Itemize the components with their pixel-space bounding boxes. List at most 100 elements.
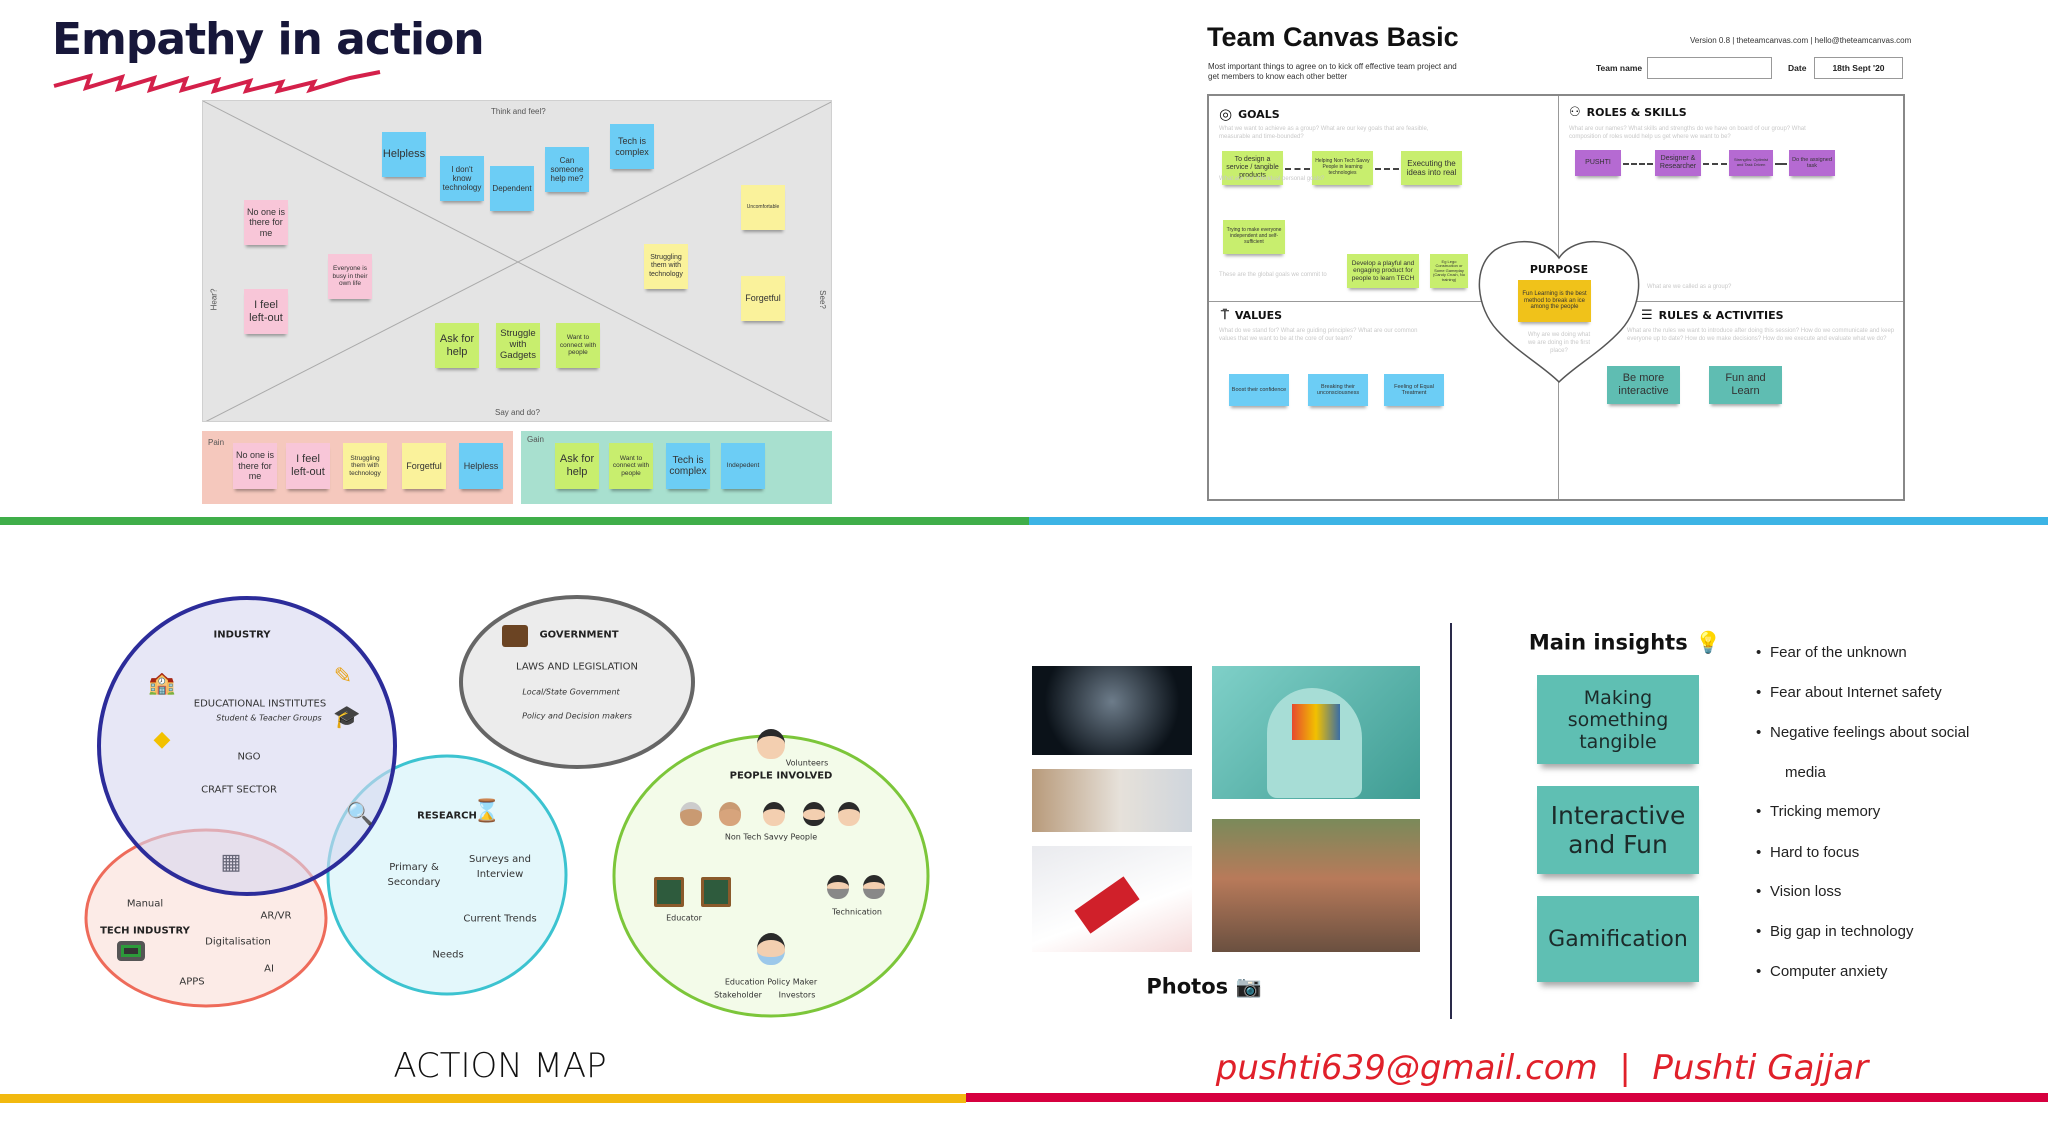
school-icon: 🏫 bbox=[148, 670, 176, 695]
sticky-note: Feeling of Equal Treatment bbox=[1384, 374, 1444, 406]
purpose-question: Why are we doing what we are doing in th… bbox=[1527, 332, 1591, 354]
teacher-man-emoji-icon bbox=[701, 877, 731, 907]
pencil-icon: ✎ bbox=[333, 663, 353, 688]
technologist-man-emoji-icon bbox=[863, 875, 885, 899]
government-policy: Policy and Decision makers bbox=[522, 711, 632, 721]
rules-header: ☰ RULES & ACTIVITIES bbox=[1641, 308, 1784, 323]
government-local: Local/State Government bbox=[522, 687, 620, 697]
axis-say-do: Say and do? bbox=[495, 408, 540, 417]
old-man-emoji-icon bbox=[719, 802, 741, 826]
photo-brain-head bbox=[1212, 666, 1420, 799]
sticky-note: Be more interactive bbox=[1607, 366, 1680, 404]
people-icon: ⚇ bbox=[1569, 105, 1581, 120]
insight-bullet: Fear of the unknown bbox=[1756, 644, 1907, 661]
sticky-note: No one is there for me bbox=[233, 443, 277, 489]
bearded-man-emoji-icon bbox=[803, 802, 825, 826]
policy-maker-emoji-icon bbox=[757, 933, 785, 965]
sticky-note: Struggle with Gadgets bbox=[496, 323, 540, 368]
person-emoji-icon bbox=[838, 802, 860, 826]
office-building-icon: ▦ bbox=[220, 849, 242, 874]
people-volunteers: Volunteers bbox=[785, 758, 829, 768]
people-non-tech: Non Tech Savvy People bbox=[724, 832, 818, 842]
sticky-note: I feel left-out bbox=[244, 289, 288, 334]
sticky-note: Do the assigned task bbox=[1789, 150, 1835, 176]
purpose-title: PURPOSE bbox=[1529, 263, 1589, 276]
sticky-note: Ask for help bbox=[435, 323, 479, 368]
government-title: GOVERNMENT bbox=[539, 629, 619, 641]
sticky-note: Fun and Learn bbox=[1709, 366, 1782, 404]
roles-question: What are our names? What skills and stre… bbox=[1569, 126, 1806, 140]
date-field[interactable]: 18th Sept '20 bbox=[1814, 57, 1903, 79]
dashed-connector bbox=[1703, 163, 1727, 165]
sticky-note: Forgetful bbox=[402, 443, 446, 489]
insight-bullet: Computer anxiety bbox=[1756, 963, 1888, 980]
rules-question: What are the rules we want to introduce … bbox=[1627, 328, 1895, 342]
pager-icon bbox=[117, 941, 145, 961]
tech-item: AR/VR bbox=[260, 910, 292, 922]
insight-card: Gamification bbox=[1537, 896, 1699, 982]
values-title: VALUES bbox=[1234, 309, 1283, 322]
technologist-woman-emoji-icon bbox=[827, 875, 849, 899]
research-surveys: Surveys and Interview bbox=[469, 854, 531, 880]
insight-bullet: Negative feelings about social bbox=[1756, 724, 1969, 741]
rules-title: RULES & ACTIVITIES bbox=[1658, 309, 1784, 322]
research-primary: Primary & Secondary bbox=[387, 862, 441, 888]
research-needs: Needs bbox=[432, 949, 464, 961]
team-canvas-title: Team Canvas Basic bbox=[1207, 22, 1459, 52]
pain-label: Pain bbox=[208, 438, 225, 447]
photo-chained-laptop bbox=[1032, 666, 1192, 755]
insight-bullet: Hard to focus bbox=[1756, 844, 1859, 861]
industry-edu: EDUCATIONAL INSTITUTES bbox=[193, 698, 327, 710]
tech-industry-title: TECH INDUSTRY bbox=[100, 925, 190, 937]
photo-keyboard-figure bbox=[1032, 846, 1192, 952]
sticky-note: Struggling them with technology bbox=[644, 244, 688, 289]
industry-circle bbox=[97, 596, 397, 896]
sticky-note: Fun Learning is the best method to break… bbox=[1518, 280, 1591, 322]
insights-title: Main insights 💡 bbox=[1529, 631, 1721, 656]
pain-board: Pain No one is there for me I feel left-… bbox=[202, 431, 513, 504]
sticky-note: Executing the ideas into real bbox=[1401, 151, 1462, 185]
sticky-note: Trying to make everyone independent and … bbox=[1223, 220, 1285, 254]
insight-card: Making something tangible bbox=[1537, 675, 1699, 764]
briefcase-icon bbox=[502, 625, 528, 647]
photos-label: Photos 📷 bbox=[1146, 975, 1261, 1000]
empathy-map-board: Think and feel? Say and do? Hear? See? H… bbox=[202, 100, 832, 422]
team-name-field[interactable] bbox=[1647, 57, 1772, 79]
photos-label-text: Photos bbox=[1146, 974, 1229, 999]
people-stakeholder: Stakeholder bbox=[714, 990, 762, 1000]
teacher-woman-emoji-icon bbox=[654, 877, 684, 907]
children-crossing-icon: ◆ bbox=[153, 726, 171, 751]
goals-title: GOALS bbox=[1238, 107, 1280, 121]
tech-item: Digitalisation bbox=[205, 936, 271, 948]
sticky-note: No one is there for me bbox=[244, 200, 288, 245]
empathy-map-diagonals bbox=[203, 101, 831, 421]
empathy-title: Empathy in action bbox=[52, 14, 485, 65]
insights-title-text: Main insights bbox=[1528, 630, 1688, 655]
sticky-note: To design a service / tangible products bbox=[1222, 151, 1283, 185]
flashlight-icon: ⍑ bbox=[1221, 308, 1229, 323]
hourglass-icon: ⌛ bbox=[473, 798, 501, 823]
research-trends: Current Trends bbox=[463, 913, 537, 925]
checklist-icon: ☰ bbox=[1641, 308, 1653, 323]
sticky-note: Strengths: Optimist and Task Driven bbox=[1729, 150, 1773, 176]
research-title: RESEARCH bbox=[417, 810, 477, 822]
people-investors: Investors bbox=[778, 990, 816, 1000]
group-name-question: What are we called as a group? bbox=[1647, 284, 1732, 290]
insight-bullet: Big gap in technology bbox=[1756, 923, 1913, 940]
sticky-note: Can someone help me? bbox=[545, 147, 589, 192]
sticky-note: Helping Non Tech Savvy People in learnin… bbox=[1312, 151, 1373, 185]
volunteer-emoji-icon bbox=[757, 729, 785, 759]
grandma-emoji-icon bbox=[680, 802, 702, 826]
tech-item: AI bbox=[264, 963, 274, 975]
roles-title: ROLES & SKILLS bbox=[1586, 106, 1687, 119]
sticky-note: Helpless bbox=[382, 132, 426, 177]
people-technication: Technication bbox=[832, 907, 882, 917]
target-icon: ◎ bbox=[1219, 105, 1233, 123]
sticky-note: Want to connect with people bbox=[556, 323, 600, 368]
axis-hear: Hear? bbox=[209, 288, 219, 311]
industry-craft: CRAFT SECTOR bbox=[201, 784, 277, 796]
gain-board: Gain Ask for help Want to connect with p… bbox=[521, 431, 832, 504]
action-map-title: ACTION MAP bbox=[393, 1046, 607, 1086]
values-question: What do we stand for? What are guiding p… bbox=[1219, 328, 1418, 342]
footer-bar-red bbox=[966, 1093, 2048, 1102]
